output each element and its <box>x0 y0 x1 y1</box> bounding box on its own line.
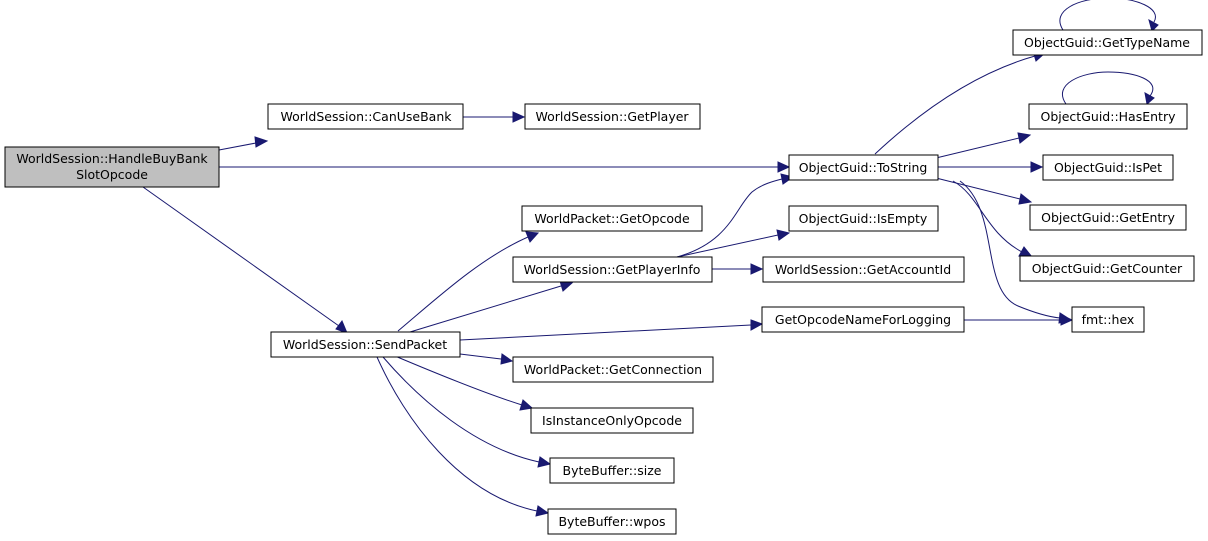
edge-tostring-hasentry <box>935 132 1032 159</box>
node-label: IsInstanceOnlyOpcode <box>542 413 682 428</box>
edge-sendpacket-getconnection <box>459 353 514 365</box>
node-getconnection[interactable]: WorldPacket::GetConnection <box>512 356 714 383</box>
edge-root-canusebank <box>218 136 269 151</box>
node-getcounter[interactable]: ObjectGuid::GetCounter <box>1019 255 1195 282</box>
node-label: ByteBuffer::wpos <box>558 514 665 529</box>
node-label: ObjectGuid::GetEntry <box>1041 210 1175 225</box>
node-label-line2: SlotOpcode <box>76 167 148 182</box>
edge-sendpacket-isinstanceonly <box>394 355 534 411</box>
node-label: ObjectGuid::IsPet <box>1054 160 1162 175</box>
edge-root-tostring <box>219 161 791 173</box>
node-getentry[interactable]: ObjectGuid::GetEntry <box>1029 204 1187 231</box>
edge-sendpacket-getopcodename <box>459 319 764 341</box>
node-label: ObjectGuid::GetTypeName <box>1024 35 1190 50</box>
node-getaccountid[interactable]: WorldSession::GetAccountId <box>762 256 965 283</box>
edge-sendpacket-getplayerinfo <box>409 280 574 333</box>
node-label: WorldSession::GetAccountId <box>775 262 951 277</box>
node-label: ObjectGuid::HasEntry <box>1041 109 1177 124</box>
edge-hasentry-self <box>1061 71 1155 105</box>
node-label: WorldPacket::GetConnection <box>524 362 702 377</box>
edge-tostring-fmthex <box>959 180 1073 324</box>
node-label: WorldSession::CanUseBank <box>281 109 453 124</box>
node-gettypename[interactable]: ObjectGuid::GetTypeName <box>1012 29 1203 56</box>
node-getopcodenameforlogging[interactable]: GetOpcodeNameForLogging <box>761 306 965 333</box>
edge-root-sendpacket <box>142 186 348 334</box>
edge-gettypename-self <box>1059 0 1159 32</box>
node-getopcode[interactable]: WorldPacket::GetOpcode <box>521 205 703 232</box>
node-getplayer[interactable]: WorldSession::GetPlayer <box>524 103 701 130</box>
edge-getopcodename-fmthex <box>964 314 1074 326</box>
edge-tostring-getentry <box>935 177 1033 205</box>
node-isinstanceonlyopcode[interactable]: IsInstanceOnlyOpcode <box>530 407 694 434</box>
node-fmthex[interactable]: fmt::hex <box>1071 306 1145 333</box>
node-label: fmt::hex <box>1082 312 1135 327</box>
node-label: WorldSession::GetPlayerInfo <box>524 262 701 277</box>
node-bytebuffer-wpos[interactable]: ByteBuffer::wpos <box>547 508 677 535</box>
node-label: GetOpcodeNameForLogging <box>775 312 951 327</box>
edge-getplayerinfo-isempty <box>676 229 791 258</box>
node-bytebuffer-size[interactable]: ByteBuffer::size <box>549 457 675 484</box>
node-label: ByteBuffer::size <box>563 463 662 478</box>
node-tostring[interactable]: ObjectGuid::ToString <box>788 154 939 181</box>
edge-getplayerinfo-getaccountid <box>712 263 764 275</box>
node-handlebuybankslotopcode[interactable]: WorldSession::HandleBuyBank SlotOpcode <box>4 146 220 188</box>
node-isempty[interactable]: ObjectGuid::IsEmpty <box>788 205 939 232</box>
edge-tostring-ispet <box>938 161 1044 173</box>
node-label: WorldSession::SendPacket <box>283 337 447 352</box>
node-label: WorldSession::GetPlayer <box>535 109 689 124</box>
node-hasentry[interactable]: ObjectGuid::HasEntry <box>1028 103 1188 130</box>
node-label: ObjectGuid::ToString <box>799 160 928 175</box>
edge-sendpacket-bbsize <box>382 356 552 468</box>
node-ispet[interactable]: ObjectGuid::IsPet <box>1042 154 1174 181</box>
edge-sendpacket-getopcode <box>397 231 540 332</box>
node-sendpacket[interactable]: WorldSession::SendPacket <box>270 331 461 358</box>
node-label: WorldPacket::GetOpcode <box>534 211 690 226</box>
node-label: ObjectGuid::IsEmpty <box>799 211 928 226</box>
node-getplayerinfo[interactable]: WorldSession::GetPlayerInfo <box>512 256 713 283</box>
node-canusebank[interactable]: WorldSession::CanUseBank <box>267 103 464 130</box>
edge-canusebank-getplayer <box>463 111 526 123</box>
node-label: ObjectGuid::GetCounter <box>1032 261 1183 276</box>
edge-sendpacket-bbwpos <box>376 356 550 517</box>
node-label-line1: WorldSession::HandleBuyBank <box>16 151 208 166</box>
